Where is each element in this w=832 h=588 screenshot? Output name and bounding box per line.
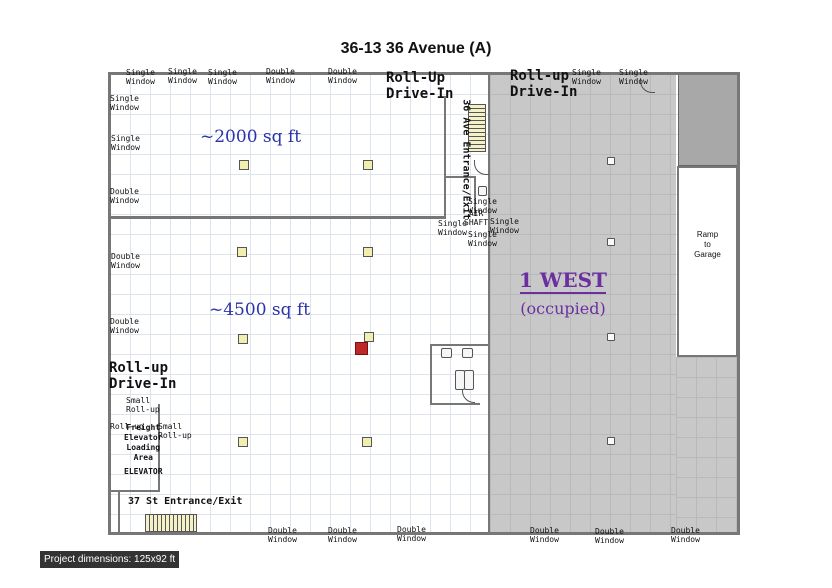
sink-2	[464, 370, 474, 390]
light-fixture	[238, 334, 248, 344]
window-bottom-6: Double Window	[671, 526, 700, 544]
storage-room	[678, 74, 738, 166]
window-mid-3: Single Window	[438, 219, 467, 237]
roll-up-drive-in-top-right: Roll-up Drive-In	[510, 68, 578, 100]
wall-bath-top	[430, 344, 490, 346]
window-top-5: Double Window	[328, 67, 357, 85]
window-top-1: Single Window	[126, 68, 155, 86]
stairs-37-st	[145, 514, 197, 532]
window-bottom-1: Double Window	[268, 526, 297, 544]
window-top-4: Double Window	[266, 67, 295, 85]
window-left-2: Single Window	[111, 134, 140, 152]
light-fixture	[607, 333, 615, 341]
window-left-5: Double Window	[110, 317, 139, 335]
light-fixture	[237, 247, 247, 257]
window-mid-1: Single Window	[468, 197, 497, 215]
unit-underline	[520, 292, 606, 294]
roll-up-short: Roll-up	[110, 422, 144, 431]
window-bottom-4: Double Window	[530, 526, 559, 544]
wall-top	[110, 72, 740, 75]
light-fixture	[239, 160, 249, 170]
unit-name: 1 WEST	[519, 268, 607, 292]
wall-shaft-right	[474, 176, 476, 216]
wall-stair-bottom	[444, 176, 474, 178]
wall-entry-37-right	[118, 490, 120, 534]
stairs-36-ave	[468, 104, 486, 152]
window-top-3: Single Window	[208, 68, 237, 86]
wall-bath-left	[430, 344, 432, 404]
light-fixture	[364, 332, 374, 342]
entrance-37-st: 37 St Entrance/Exit	[128, 496, 243, 507]
wall-divider-upper	[110, 216, 446, 219]
light-fixture	[238, 437, 248, 447]
toilet-2	[462, 348, 473, 358]
window-left-1: Single Window	[110, 94, 139, 112]
light-fixture	[363, 160, 373, 170]
wall-bath-bottom	[430, 403, 480, 405]
wall-stair-left	[444, 96, 446, 216]
toilet-1	[441, 348, 452, 358]
ramp-label: Ramp to Garage	[694, 230, 721, 259]
ramp-area: Ramp to Garage	[677, 166, 738, 357]
window-top-6: Single Window	[572, 68, 601, 86]
wall-right	[737, 72, 740, 535]
project-dimensions: Project dimensions: 125x92 ft	[40, 551, 180, 568]
area-upper: ~2000 sq ft	[200, 127, 302, 147]
freight-elevator: Freight Elevator Loading Area	[124, 423, 163, 462]
light-fixture	[362, 437, 372, 447]
wall-elevator-right	[158, 404, 160, 490]
plan-title: 36-13 36 Avenue (A)	[340, 40, 492, 57]
light-fixture	[607, 437, 615, 445]
area-lower: ~4500 sq ft	[209, 300, 311, 320]
light-fixture	[607, 157, 615, 165]
roll-up-drive-in-top-left: Roll-Up Drive-In	[386, 70, 454, 102]
air-shaft: AIR SHAFT	[464, 209, 489, 227]
window-top-2: Single Window	[168, 67, 197, 85]
wall-bottom	[110, 532, 740, 535]
roll-up-drive-in-left: Roll-up Drive-In	[109, 360, 177, 392]
column-marker	[355, 342, 368, 355]
window-bottom-5: Double Window	[595, 527, 624, 545]
window-mid-2: Single Window	[490, 217, 519, 235]
window-mid-4: Single Window	[468, 230, 497, 248]
window-top-7: Single Window	[619, 68, 648, 86]
small-roll-up-2: Small Roll-up	[158, 422, 192, 440]
occupied-unit-area	[490, 74, 676, 534]
light-fixture	[363, 247, 373, 257]
wall-left	[108, 72, 111, 535]
window-left-3: Double Window	[110, 187, 139, 205]
elevator: ELEVATOR	[124, 467, 163, 476]
wall-unit-edge	[488, 74, 490, 534]
fixture-shaft	[478, 186, 487, 196]
light-fixture	[607, 238, 615, 246]
window-bottom-2: Double Window	[328, 526, 357, 544]
small-roll-up-1: Small Roll-up	[126, 396, 160, 414]
occupied-unit-annex	[676, 357, 738, 534]
window-bottom-3: Double Window	[397, 525, 426, 543]
wall-elevator-bottom	[110, 490, 160, 492]
window-left-4: Double Window	[111, 252, 140, 270]
unit-status: (occupied)	[520, 299, 606, 318]
